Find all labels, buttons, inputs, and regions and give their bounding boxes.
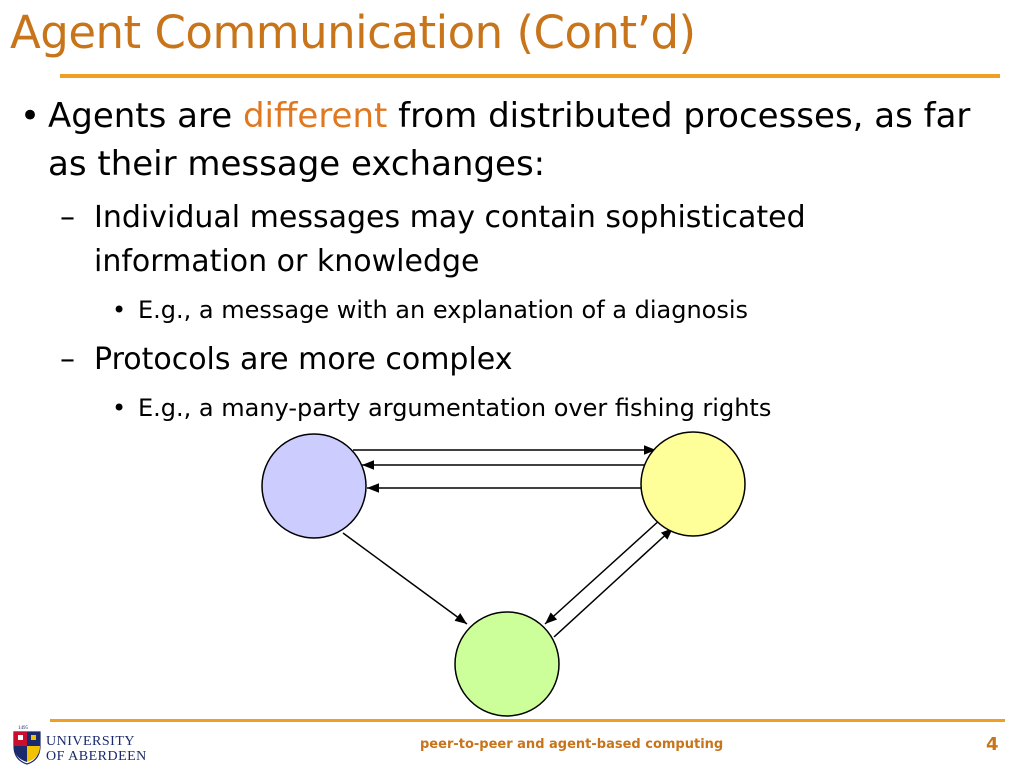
footer-caption: peer-to-peer and agent-based computing — [420, 737, 724, 752]
bullet-dot: • — [20, 96, 41, 136]
logo-year: 1495 — [18, 726, 29, 731]
footer-divider — [50, 719, 1005, 722]
main-bullet-post: from distributed processes, as far as th… — [48, 96, 971, 184]
arrow-yellow-to-green — [544, 518, 662, 625]
main-bullet: • Agents are different from distributed … — [20, 92, 1010, 188]
example-diagnosis-text: E.g., a message with an explanation of a… — [138, 296, 749, 324]
logo-line-university: UNIVERSITY — [46, 734, 135, 749]
slide-title: Agent Communication (Cont’d) — [10, 6, 696, 59]
sub-bullet-dash: – — [60, 200, 75, 235]
agent-node-green — [454, 611, 560, 717]
title-divider — [60, 74, 1000, 78]
sub-bullet-messages: – Individual messages may contain sophis… — [60, 196, 960, 284]
main-bullet-accent: different — [242, 96, 388, 136]
arrow-blue-to-green — [342, 532, 468, 625]
example-diagnosis: • E.g., a message with an explanation of… — [112, 295, 992, 325]
sub-bullet-protocols: – Protocols are more complex — [60, 338, 960, 382]
bullet-dot: • — [112, 394, 127, 422]
logo-line-aberdeen: OF ABERDEEN — [46, 749, 147, 764]
agent-node-yellow — [640, 431, 746, 537]
sub-bullet-messages-text: Individual messages may contain sophisti… — [94, 200, 806, 279]
bullet-dot: • — [112, 296, 127, 324]
arrow-green-to-yellow — [553, 527, 674, 638]
main-bullet-text: Agents are different from distributed pr… — [48, 92, 1010, 188]
university-logo-text: UNIVERSITY OF ABERDEEN — [46, 734, 147, 764]
agent-node-blue — [261, 433, 367, 539]
example-fishing-text: E.g., a many-party argumentation over fi… — [138, 394, 772, 422]
sub-bullet-dash: – — [60, 342, 75, 377]
university-crest-icon: 1495 — [13, 726, 41, 765]
page-number: 4 — [986, 734, 999, 755]
main-bullet-pre: Agents are — [48, 96, 243, 136]
sub-bullet-protocols-text: Protocols are more complex — [94, 342, 513, 377]
example-fishing: • E.g., a many-party argumentation over … — [112, 393, 992, 423]
